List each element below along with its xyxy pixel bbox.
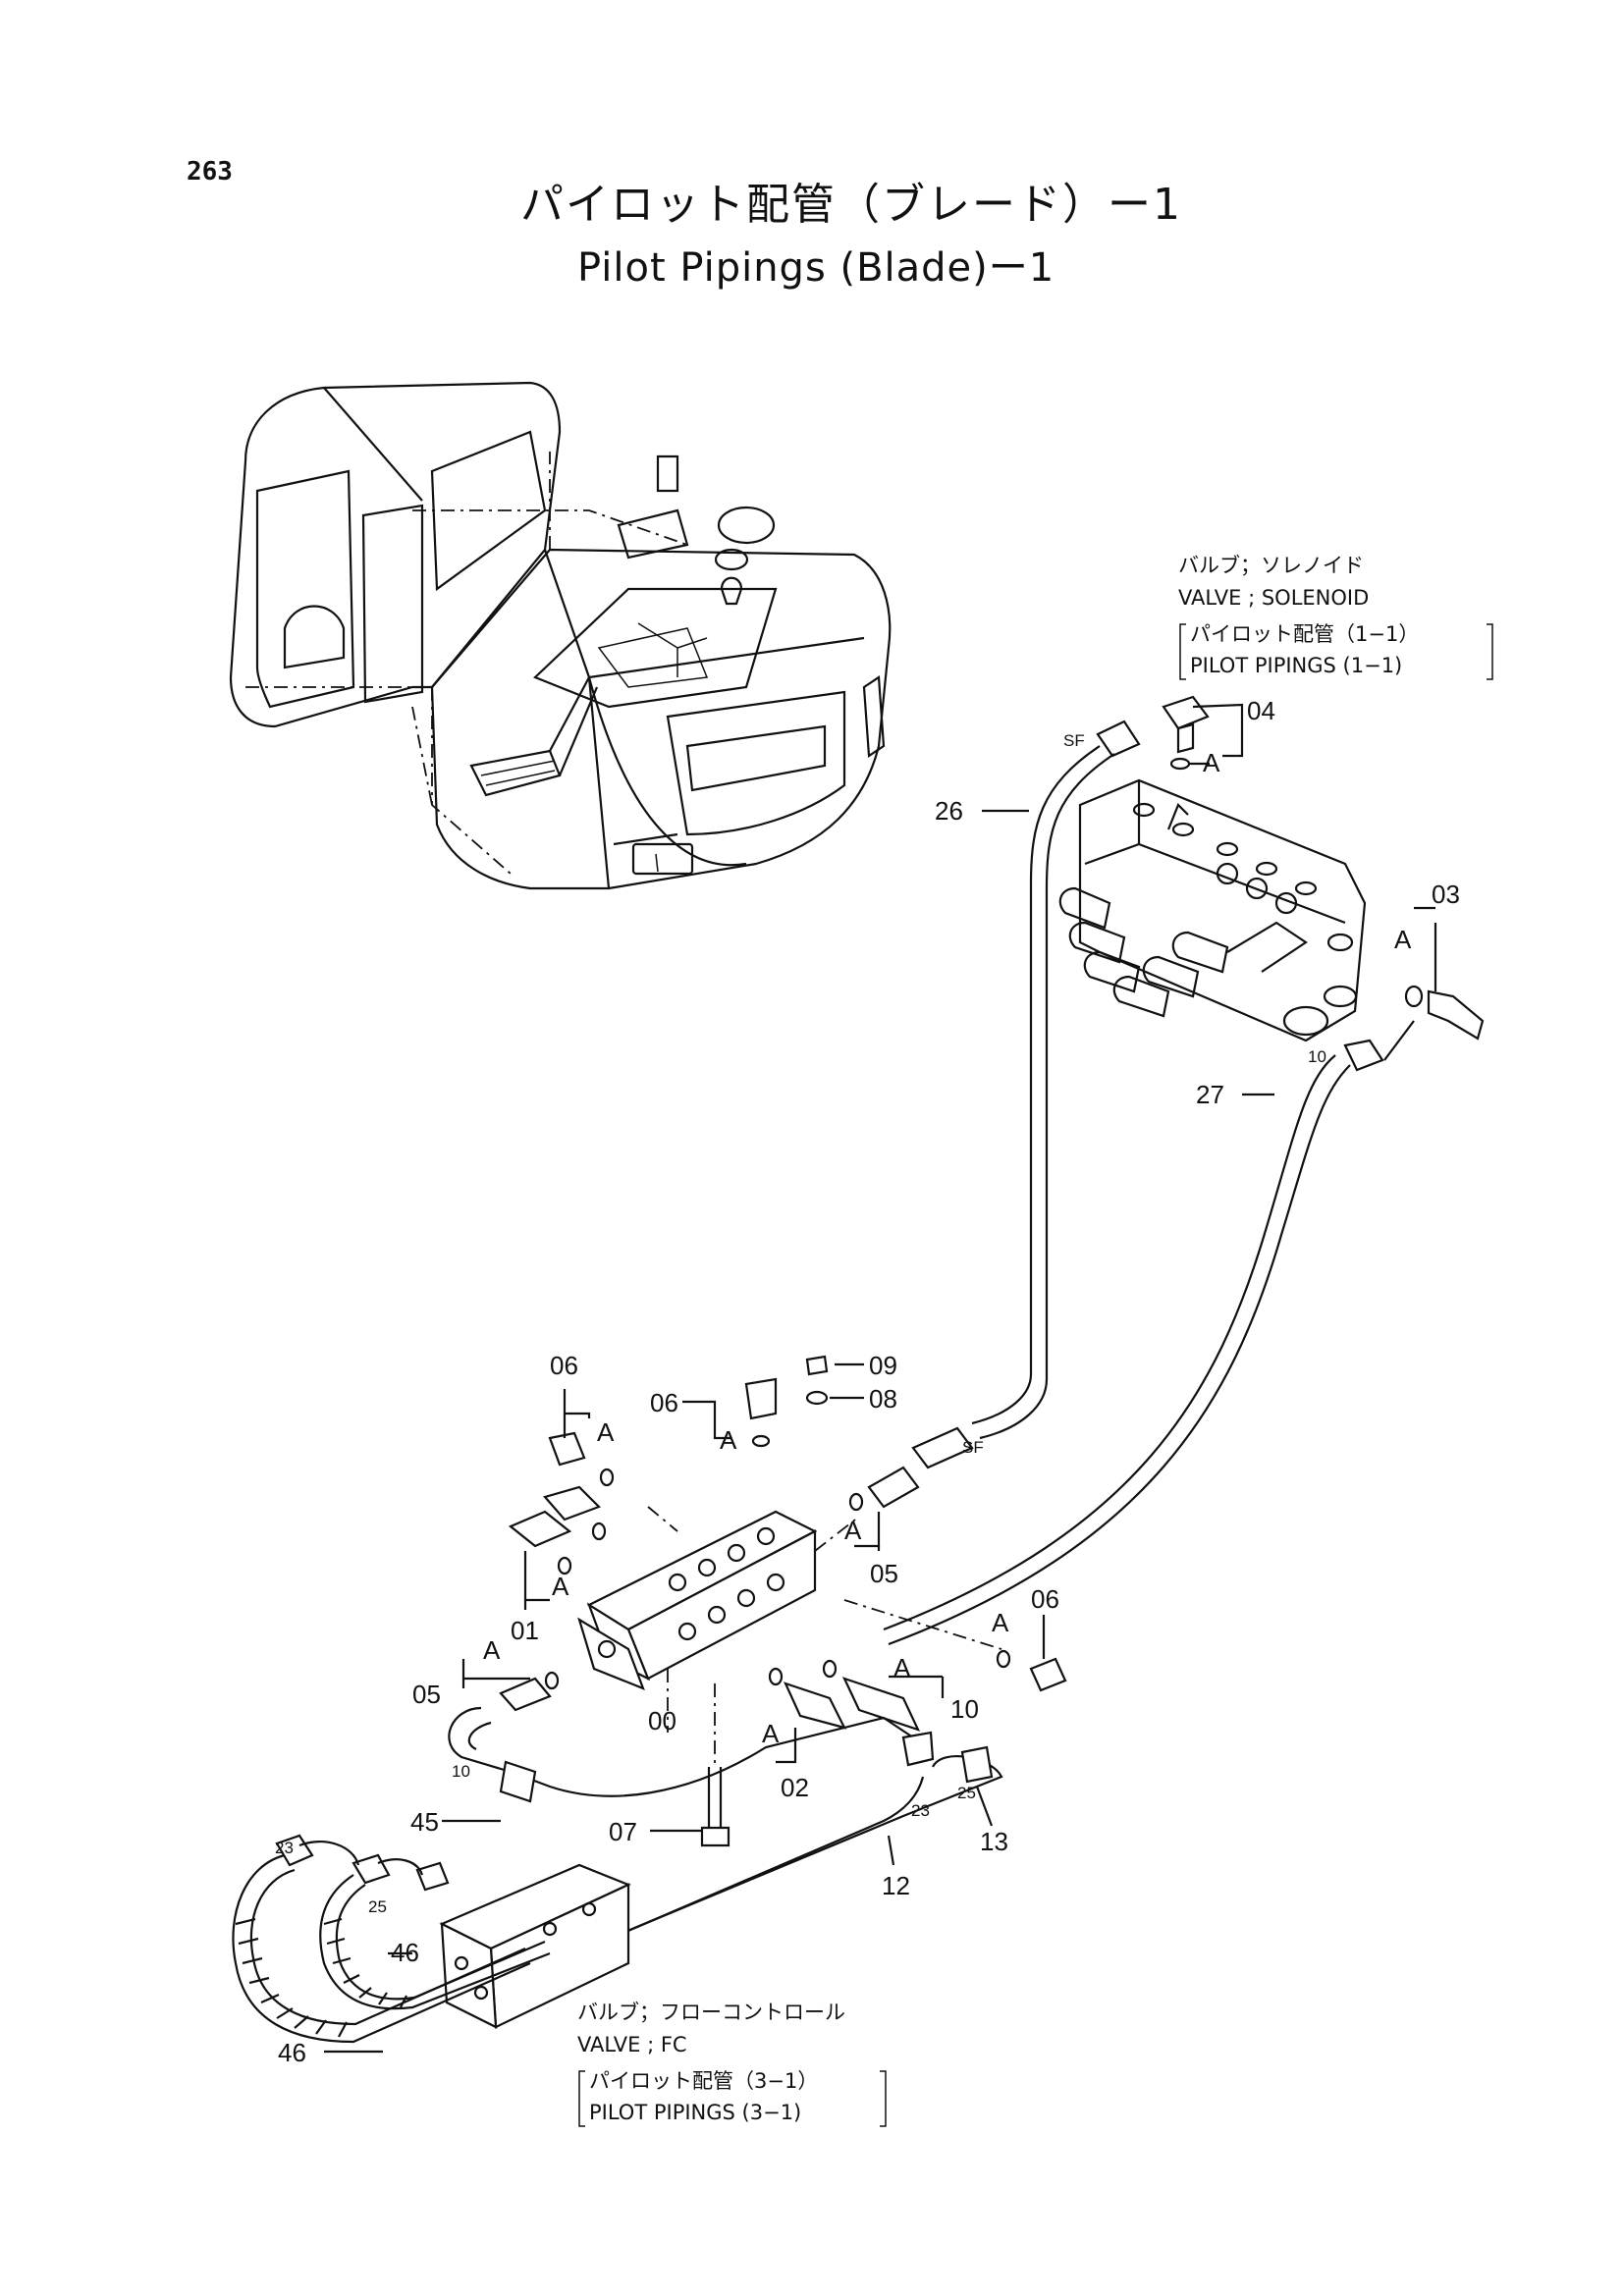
callout-a-03: A xyxy=(1394,925,1412,954)
note-solenoid-ref-jp: パイロット配管（1−1） xyxy=(1190,622,1419,646)
callout-a-04: A xyxy=(1203,748,1220,777)
callout-06-center: 06 xyxy=(650,1388,678,1417)
callout-27: 27 xyxy=(1196,1080,1224,1109)
note-solenoid-ref-en: PILOT PIPINGS (1−1) xyxy=(1190,654,1402,677)
callout-03: 03 xyxy=(1432,880,1460,909)
callout-12: 12 xyxy=(882,1871,910,1900)
bolt-07 xyxy=(700,1767,730,1847)
note-solenoid-jp: バルブ；ソレノイド xyxy=(1178,554,1364,577)
callout-13: 13 xyxy=(980,1827,1008,1856)
title-english: Pilot Pipings (Blade)ー1 xyxy=(577,245,1055,291)
callout-a-06-right: A xyxy=(992,1608,1009,1637)
note-solenoid-en: VALVE ; SOLENOID xyxy=(1178,586,1369,610)
callout-a-01: A xyxy=(552,1572,569,1601)
callout-a-10: A xyxy=(893,1653,911,1682)
solenoid-valve xyxy=(1058,778,1367,1042)
note-fc-ref-jp: パイロット配管（3−1） xyxy=(589,2069,818,2093)
callout-a-06-center: A xyxy=(720,1425,737,1455)
label-sf-center: SF xyxy=(962,1438,984,1457)
label-sf-top: SF xyxy=(1063,731,1085,750)
hose-46-wrapped xyxy=(232,1834,551,2044)
leader-lines xyxy=(324,703,1437,2054)
label-23-right: 23 xyxy=(911,1801,930,1820)
note-fc-ref-en: PILOT PIPINGS (3−1) xyxy=(589,2101,801,2124)
note-fc-en: VALVE ; FC xyxy=(577,2033,687,2056)
fitting-10-top xyxy=(1343,1039,1384,1072)
hose-12-13 xyxy=(529,1731,1003,1975)
fitting-sf-top xyxy=(1096,720,1141,758)
hose-27 xyxy=(883,1054,1336,1631)
fittings-01 xyxy=(508,1485,607,1575)
hose-27-edge xyxy=(888,1064,1351,1646)
fitting-05-left xyxy=(499,1671,560,1712)
excavator-overview xyxy=(229,381,892,890)
title-japanese: パイロット配管（ブレード）ー1 xyxy=(520,180,1182,230)
plug-06-right xyxy=(996,1649,1067,1692)
fitting-04 xyxy=(1162,695,1210,771)
label-10-top: 10 xyxy=(1308,1047,1326,1066)
callout-06-right: 06 xyxy=(1031,1584,1059,1614)
callout-07: 07 xyxy=(609,1817,637,1846)
callout-08: 08 xyxy=(869,1384,897,1414)
callout-a-06-left: A xyxy=(597,1417,615,1447)
callout-46-lower: 46 xyxy=(278,2038,306,2067)
callout-05-right: 05 xyxy=(870,1559,898,1588)
callout-a-02: A xyxy=(762,1719,780,1748)
callout-45: 45 xyxy=(410,1807,439,1837)
hose-26-edge xyxy=(979,753,1115,1440)
callout-01: 01 xyxy=(511,1616,539,1645)
callout-00: 00 xyxy=(648,1706,676,1735)
note-fc-jp: バルブ；フローコントロール xyxy=(577,2001,845,2024)
note-fc: バルブ；フローコントロール VALVE ; FC パイロット配管（3−1） PI… xyxy=(577,2001,887,2127)
fitting-03 xyxy=(1404,985,1485,1041)
label-23-left: 23 xyxy=(275,1839,294,1857)
hose-45 xyxy=(448,1706,914,1803)
fitting-05-right xyxy=(848,1426,974,1512)
callout-a-05-left: A xyxy=(483,1635,501,1665)
hose-26 xyxy=(971,745,1101,1425)
callout-10: 10 xyxy=(950,1694,979,1724)
note-solenoid: バルブ；ソレノイド VALVE ; SOLENOID パイロット配管（1−1） … xyxy=(1178,554,1493,680)
label-10-left: 10 xyxy=(452,1762,470,1781)
label-25-left: 25 xyxy=(368,1897,387,1916)
washer-08 xyxy=(805,1390,829,1406)
label-25-right: 25 xyxy=(957,1784,976,1802)
callout-05-left: 05 xyxy=(412,1680,441,1709)
plug-06-left xyxy=(548,1431,615,1487)
nut-09 xyxy=(805,1355,829,1376)
callout-26: 26 xyxy=(935,796,963,826)
callout-09: 09 xyxy=(869,1351,897,1380)
plug-06-center xyxy=(744,1377,778,1448)
callout-06-left: 06 xyxy=(550,1351,578,1380)
callout-02: 02 xyxy=(781,1773,809,1802)
callout-46-upper: 46 xyxy=(391,1938,419,1967)
flow-control-valve xyxy=(439,1863,631,2029)
manifold-block-00 xyxy=(577,1510,818,1690)
page-number: 263 xyxy=(187,157,233,187)
callout-04: 04 xyxy=(1247,696,1275,725)
callout-a-05-right: A xyxy=(844,1516,862,1545)
